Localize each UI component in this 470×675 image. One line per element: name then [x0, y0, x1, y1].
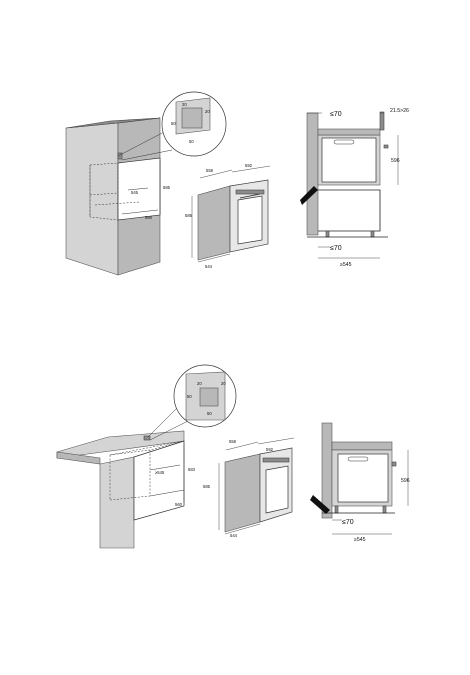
oven-side-height-label-2: 585 [203, 484, 211, 489]
detail-w2-label: 20 [205, 109, 210, 114]
side-oven-door-2 [337, 453, 389, 503]
base-cabinet-side [99, 456, 135, 549]
cabinet-depth-label: 545 [131, 190, 139, 195]
oven-bottom-label: 544 [205, 264, 213, 269]
cabinet-width-label-2: 560 [175, 502, 183, 507]
side-height-label-2: 596 [401, 478, 410, 484]
oven-door-window-2 [265, 465, 289, 514]
bottom-undercounter-installation: ≥545 583 560 20 20 50 50 558 592 585 544 [56, 364, 410, 549]
detail-w2-label-2: 20 [221, 381, 226, 386]
oven-top-depth-label: 558 [206, 168, 214, 173]
side-offset-label: 21.5>26 [390, 108, 409, 114]
oven-control-panel [235, 189, 265, 195]
side-depth-label-2: ≥545 [354, 537, 366, 543]
side-arrow [300, 186, 318, 205]
detail-h-label-2: 50 [187, 394, 192, 399]
oven-side [197, 185, 231, 261]
tall-cabinet-top [65, 117, 161, 129]
cabinet-depth-label-2: ≥545 [155, 470, 165, 475]
oven-side-height-label: 585 [185, 213, 193, 218]
cabinet-height-label-2: 583 [188, 467, 196, 472]
detail-vent [181, 107, 203, 129]
side-counter-2 [331, 441, 393, 451]
side-gap-bottom-label-2: ≤70 [342, 519, 354, 526]
side-top-panel [317, 128, 381, 136]
side-top-rail [379, 111, 385, 131]
oven-side-2 [224, 453, 261, 533]
top-column-installation: 545 585 560 20 20 50 50 558 592 585 544 [65, 91, 409, 276]
side-depth-label: ≥545 [340, 262, 352, 268]
side-gap-top-label: ≤70 [330, 111, 342, 118]
oven-door-window [237, 195, 263, 245]
cabinet-width-label: 560 [145, 215, 153, 220]
cabinet-height-label: 585 [163, 185, 171, 190]
side-oven-handle [333, 139, 355, 145]
oven-top-width-label-2: 592 [266, 447, 274, 452]
detail-w1-label-2: 20 [197, 381, 202, 386]
oven-top-depth-label-2: 558 [229, 439, 237, 444]
oven-top-width-label: 592 [245, 163, 253, 168]
oven-bottom-label-2: 544 [230, 533, 238, 538]
detail-vent-2 [199, 387, 219, 407]
tall-cabinet-side [65, 122, 119, 276]
vent-slot [117, 152, 123, 160]
detail-h-label: 50 [171, 121, 176, 126]
side-wall [306, 112, 319, 236]
detail-b-label-2: 50 [207, 411, 212, 416]
detail-w1-label: 20 [182, 102, 187, 107]
counter-vent [143, 435, 151, 441]
side-height-label: 596 [391, 158, 400, 164]
base-cabinet-niche [133, 440, 185, 521]
side-arrow-2 [310, 495, 330, 514]
side-oven-door [321, 137, 377, 183]
detail-b-label: 50 [189, 139, 194, 144]
oven-control-panel-2 [262, 457, 290, 463]
side-wall-2 [321, 422, 333, 519]
side-oven-handle-2 [347, 456, 369, 462]
side-gap-bottom-label: ≤70 [330, 245, 342, 252]
